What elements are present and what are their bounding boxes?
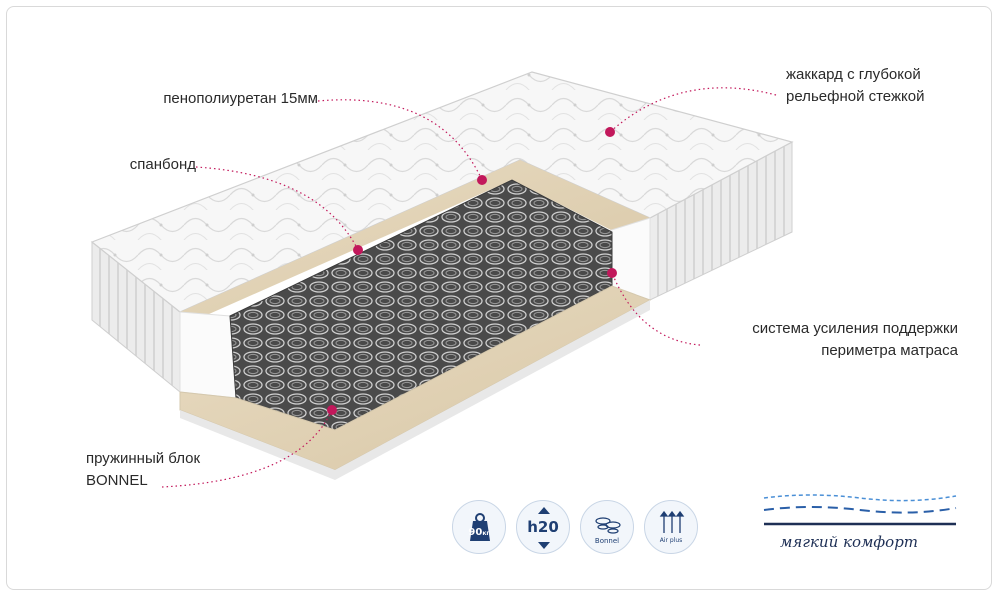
label-springs-line1: пружинный блок xyxy=(86,450,201,467)
leader-perimeter xyxy=(611,272,701,346)
leader-foam xyxy=(317,99,483,181)
marker-springs xyxy=(327,405,337,415)
leader-jacquard xyxy=(609,87,777,133)
comfort-label: мягкий комфорт xyxy=(780,533,919,551)
weight-icon xyxy=(470,513,490,541)
label-springs: пружинный блок BONNEL xyxy=(86,448,246,492)
label-foam: пенополиуретан 15мм xyxy=(118,88,318,110)
label-spunbond: спанбонд xyxy=(96,154,196,176)
weight-value: 90 xyxy=(468,527,483,538)
bonnel-badge: Bonnel xyxy=(580,500,634,554)
label-foam-text: пенополиуретан 15мм xyxy=(163,90,318,107)
label-springs-line2: BONNEL xyxy=(86,472,148,489)
label-jacquard: жаккард с глубокой рельефной стежкой xyxy=(786,64,986,108)
marker-perimeter xyxy=(607,268,617,278)
label-spunbond-text: спанбонд xyxy=(129,156,196,173)
label-perimeter-line2: периметра матраса xyxy=(821,342,958,359)
leader-springs xyxy=(161,409,333,488)
airflow-icon xyxy=(659,510,685,533)
height-arrows-icon xyxy=(538,507,550,549)
marker-jacquard xyxy=(605,127,615,137)
foam-layer-top xyxy=(180,160,650,318)
weight-unit: кг xyxy=(482,530,490,537)
marker-spunbond xyxy=(353,245,363,255)
spring-icon xyxy=(595,517,621,534)
image-frame xyxy=(6,6,992,590)
air-badge: Air plus xyxy=(644,500,698,554)
comfort-indicator: мягкий комфорт xyxy=(760,490,960,560)
label-jacquard-line2: рельефной стежкой xyxy=(786,88,925,105)
weight-badge: 90кг xyxy=(452,500,506,554)
comfort-waves-icon xyxy=(763,494,957,526)
label-perimeter-line1: система усиления поддержки xyxy=(752,320,958,337)
label-perimeter: система усиления поддержки периметра мат… xyxy=(696,318,958,362)
bonnel-badge-label: Bonnel xyxy=(594,537,620,545)
air-badge-label: Air plus xyxy=(659,537,683,544)
label-jacquard-line1: жаккард с глубокой xyxy=(786,66,921,83)
height-value: h20 xyxy=(527,518,559,536)
feature-badges: 90кг h20 Bonnel Air plus xyxy=(452,500,702,560)
marker-foam xyxy=(477,175,487,185)
height-badge: h20 xyxy=(516,500,570,554)
perimeter-block-left xyxy=(179,311,237,399)
